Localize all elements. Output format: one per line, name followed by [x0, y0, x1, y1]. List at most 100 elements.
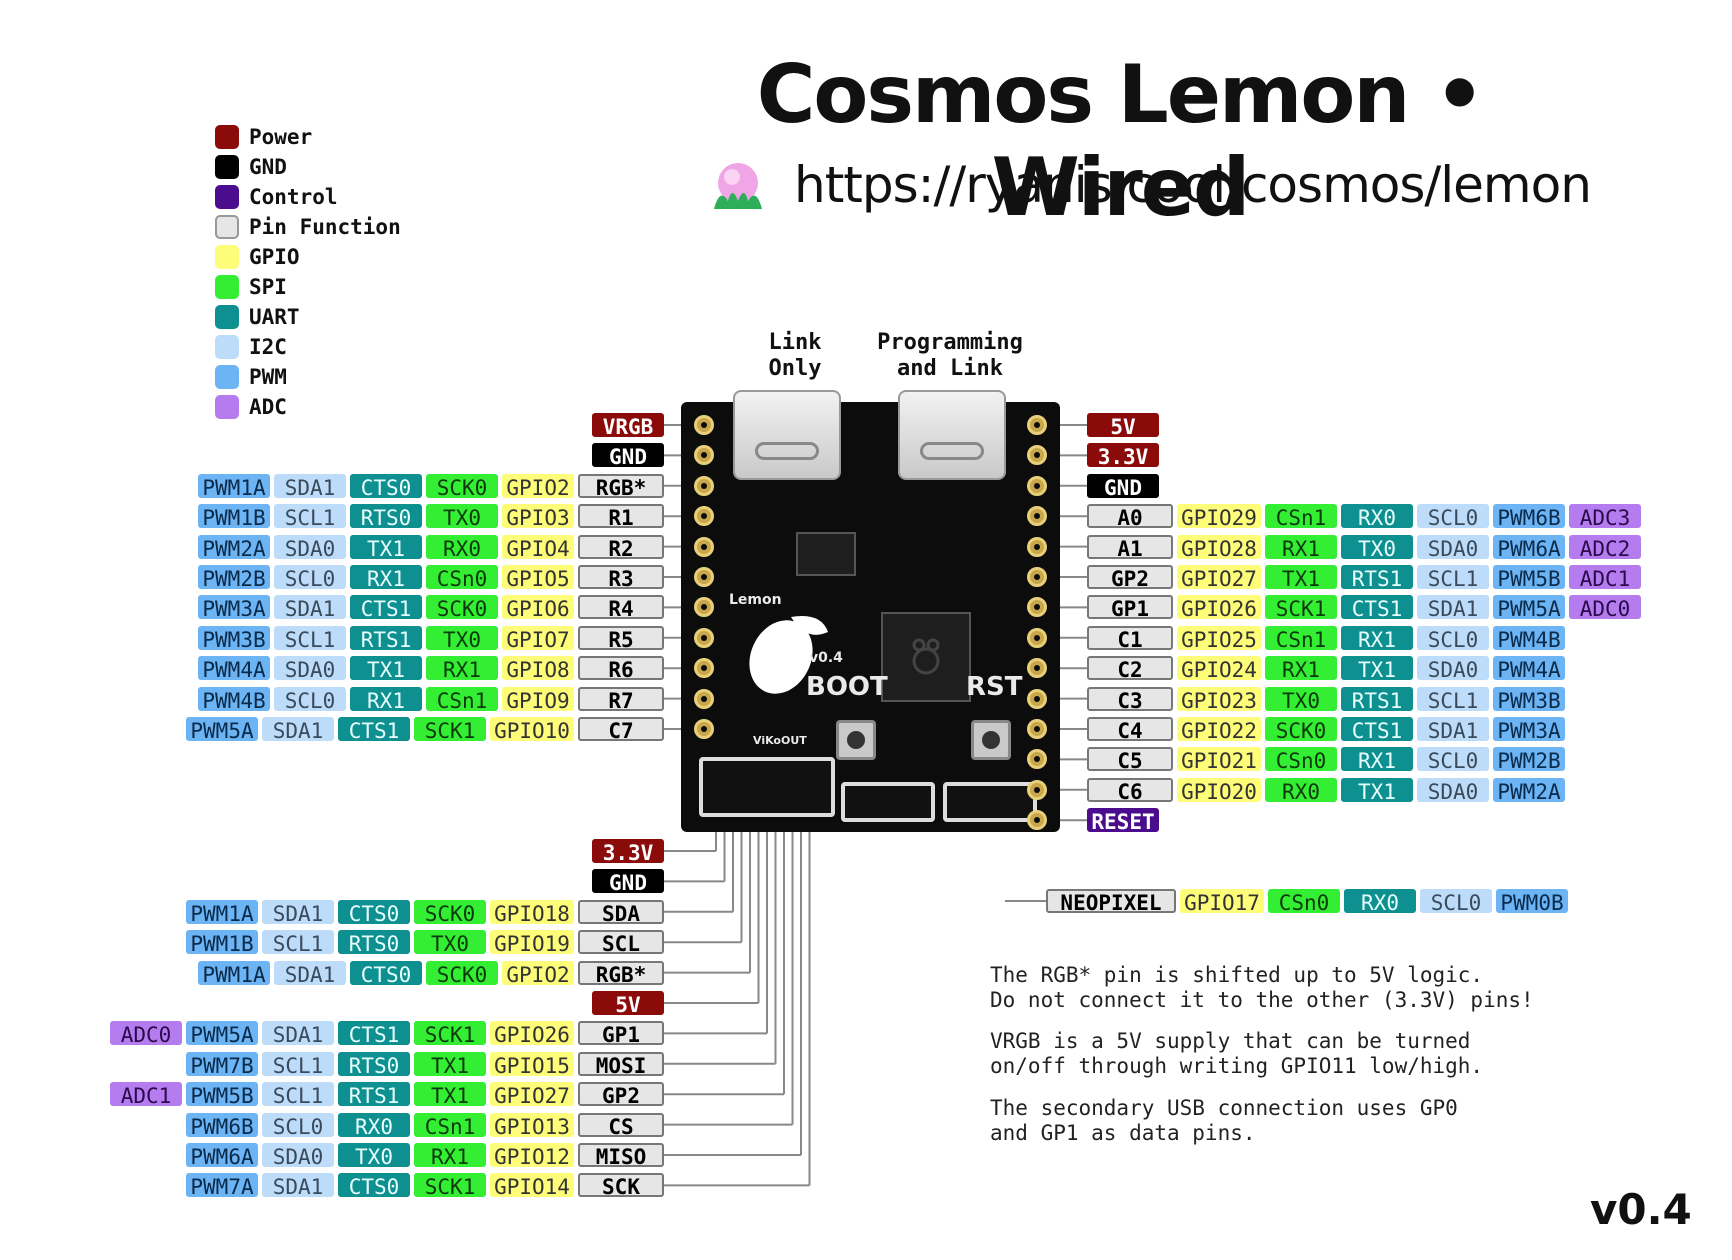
- pin-label-gpio: GPIO25: [1177, 625, 1261, 650]
- pin-label-uart: CTS1: [338, 717, 410, 741]
- pin-label-fn: C5: [1087, 747, 1173, 772]
- pin-label-i2c: SCL1: [262, 930, 334, 955]
- header-hole: [694, 719, 714, 739]
- pin-label-gpio: GPIO15: [490, 1051, 574, 1076]
- pin-label-gpio: GPIO3: [502, 504, 574, 529]
- pin-label-fn: RGB*: [578, 473, 664, 498]
- legend-item: Control: [215, 182, 401, 212]
- usb-c-port-programming[interactable]: [898, 390, 1006, 480]
- pin-label-pwm: PWM3A: [1493, 717, 1565, 741]
- header-hole: [1027, 597, 1047, 618]
- legend-label: I2C: [249, 335, 287, 359]
- pin-label-gpio: GPIO9: [502, 686, 574, 711]
- pin-label-spi: TX1: [414, 1082, 486, 1107]
- pin-label-gpio: GPIO12: [490, 1143, 574, 1167]
- header-hole: [694, 475, 714, 496]
- pin-label-uart: RTS1: [1341, 686, 1413, 711]
- pin-label-gnd: GND: [1087, 473, 1159, 498]
- pin-label-pwm: PWM4A: [198, 656, 270, 681]
- pin-label-fn: C4: [1087, 717, 1173, 741]
- pin-label-gpio: GPIO8: [502, 656, 574, 681]
- pin-label-i2c: SDA1: [262, 899, 334, 924]
- pin-label-i2c: SDA0: [274, 534, 346, 559]
- pin-label-fn: R2: [578, 534, 664, 559]
- pin-label-uart: RTS0: [338, 930, 410, 955]
- pin-label-i2c: SDA1: [274, 960, 346, 985]
- usb-c-port-link-only[interactable]: [733, 390, 841, 480]
- header-hole: [1027, 719, 1047, 739]
- pin-label-fn: SDA: [578, 899, 664, 924]
- pin-label-gpio: GPIO27: [490, 1082, 574, 1107]
- pin-label-pwm: PWM5A: [186, 717, 258, 741]
- pin-label-spi: SCK0: [414, 899, 486, 924]
- fpc-connector-small-2: [943, 782, 1037, 822]
- boot-button[interactable]: [836, 720, 876, 760]
- pin-label-spi: RX1: [426, 656, 498, 681]
- pin-label-fn: R6: [578, 656, 664, 681]
- pin-label-gpio: GPIO28: [1177, 534, 1261, 559]
- pin-label-adc: ADC1: [1569, 565, 1641, 589]
- pin-label-i2c: SCL0: [1420, 889, 1492, 913]
- pin-label-uart: RTS1: [1341, 565, 1413, 589]
- header-hole: [1027, 567, 1047, 587]
- pin-label-uart: RX1: [1341, 625, 1413, 650]
- raspberry-pi-icon: [912, 638, 940, 675]
- pin-label-pwm: PWM6A: [186, 1143, 258, 1167]
- reset-button[interactable]: [971, 720, 1011, 760]
- pin-label-uart: RX1: [350, 686, 422, 711]
- pin-label-spi: RX0: [426, 534, 498, 559]
- header-hole: [694, 597, 714, 618]
- header-hole: [1027, 810, 1047, 831]
- pin-label-uart: CTS1: [1341, 717, 1413, 741]
- pin-label-spi: SCK1: [414, 1021, 486, 1046]
- legend-swatch: [215, 125, 239, 149]
- pin-label-spi: SCK0: [426, 595, 498, 620]
- lemon-logo-icon: [714, 163, 762, 209]
- pin-label-i2c: SDA0: [1417, 656, 1489, 681]
- pin-label-uart: RTS1: [338, 1082, 410, 1107]
- header-hole: [694, 567, 714, 587]
- version-label: v0.4: [1590, 1185, 1692, 1234]
- pin-label-pwm: PWM7B: [186, 1051, 258, 1076]
- pin-label-gpio: GPIO19: [490, 930, 574, 955]
- header-hole: [694, 688, 714, 709]
- pin-label-gnd: GND: [592, 443, 664, 468]
- legend-label: UART: [249, 305, 300, 329]
- silk-version: v0.4: [809, 650, 843, 666]
- pin-label-i2c: SDA1: [1417, 595, 1489, 620]
- pin-label-uart: RX1: [1341, 747, 1413, 772]
- pin-label-pwm: PWM1A: [186, 899, 258, 924]
- legend-item: I2C: [215, 332, 401, 362]
- pin-label-i2c: SCL1: [262, 1051, 334, 1076]
- pin-label-pwm: PWM2A: [1493, 777, 1565, 802]
- pin-label-i2c: SCL1: [274, 504, 346, 529]
- pin-label-spi: SCK1: [414, 1173, 486, 1198]
- pin-label-uart: CTS1: [1341, 595, 1413, 620]
- project-url[interactable]: https://ryanis.cool/cosmos/lemon: [794, 156, 1592, 214]
- legend-swatch: [215, 185, 239, 209]
- pin-label-fn: CS: [578, 1112, 664, 1137]
- pin-label-i2c: SDA1: [262, 717, 334, 741]
- pin-label-adc: ADC1: [110, 1082, 182, 1107]
- legend-swatch: [215, 335, 239, 359]
- fpc-connector[interactable]: [699, 757, 835, 817]
- pin-label-pwm: PWM6B: [1493, 504, 1565, 529]
- header-hole: [694, 627, 714, 648]
- pin-label-pwm: PWM6A: [1493, 534, 1565, 559]
- header-hole: [694, 506, 714, 527]
- legend-label: Control: [249, 185, 338, 209]
- pin-label-pwm: PWM3B: [1493, 686, 1565, 711]
- pin-label-i2c: SDA1: [262, 1021, 334, 1046]
- header-hole: [1027, 779, 1047, 800]
- pin-label-uart: RX0: [1341, 504, 1413, 529]
- pin-label-gpio: GPIO7: [502, 625, 574, 650]
- pin-label-fn: C7: [578, 717, 664, 741]
- pin-label-i2c: SCL1: [274, 625, 346, 650]
- pin-label-uart: CTS0: [338, 1173, 410, 1198]
- header-hole: [1027, 627, 1047, 648]
- pin-label-fn: GP1: [578, 1021, 664, 1046]
- legend-swatch: [215, 275, 239, 299]
- pin-label-adc: ADC0: [1569, 595, 1641, 620]
- pin-label-uart: TX1: [350, 534, 422, 559]
